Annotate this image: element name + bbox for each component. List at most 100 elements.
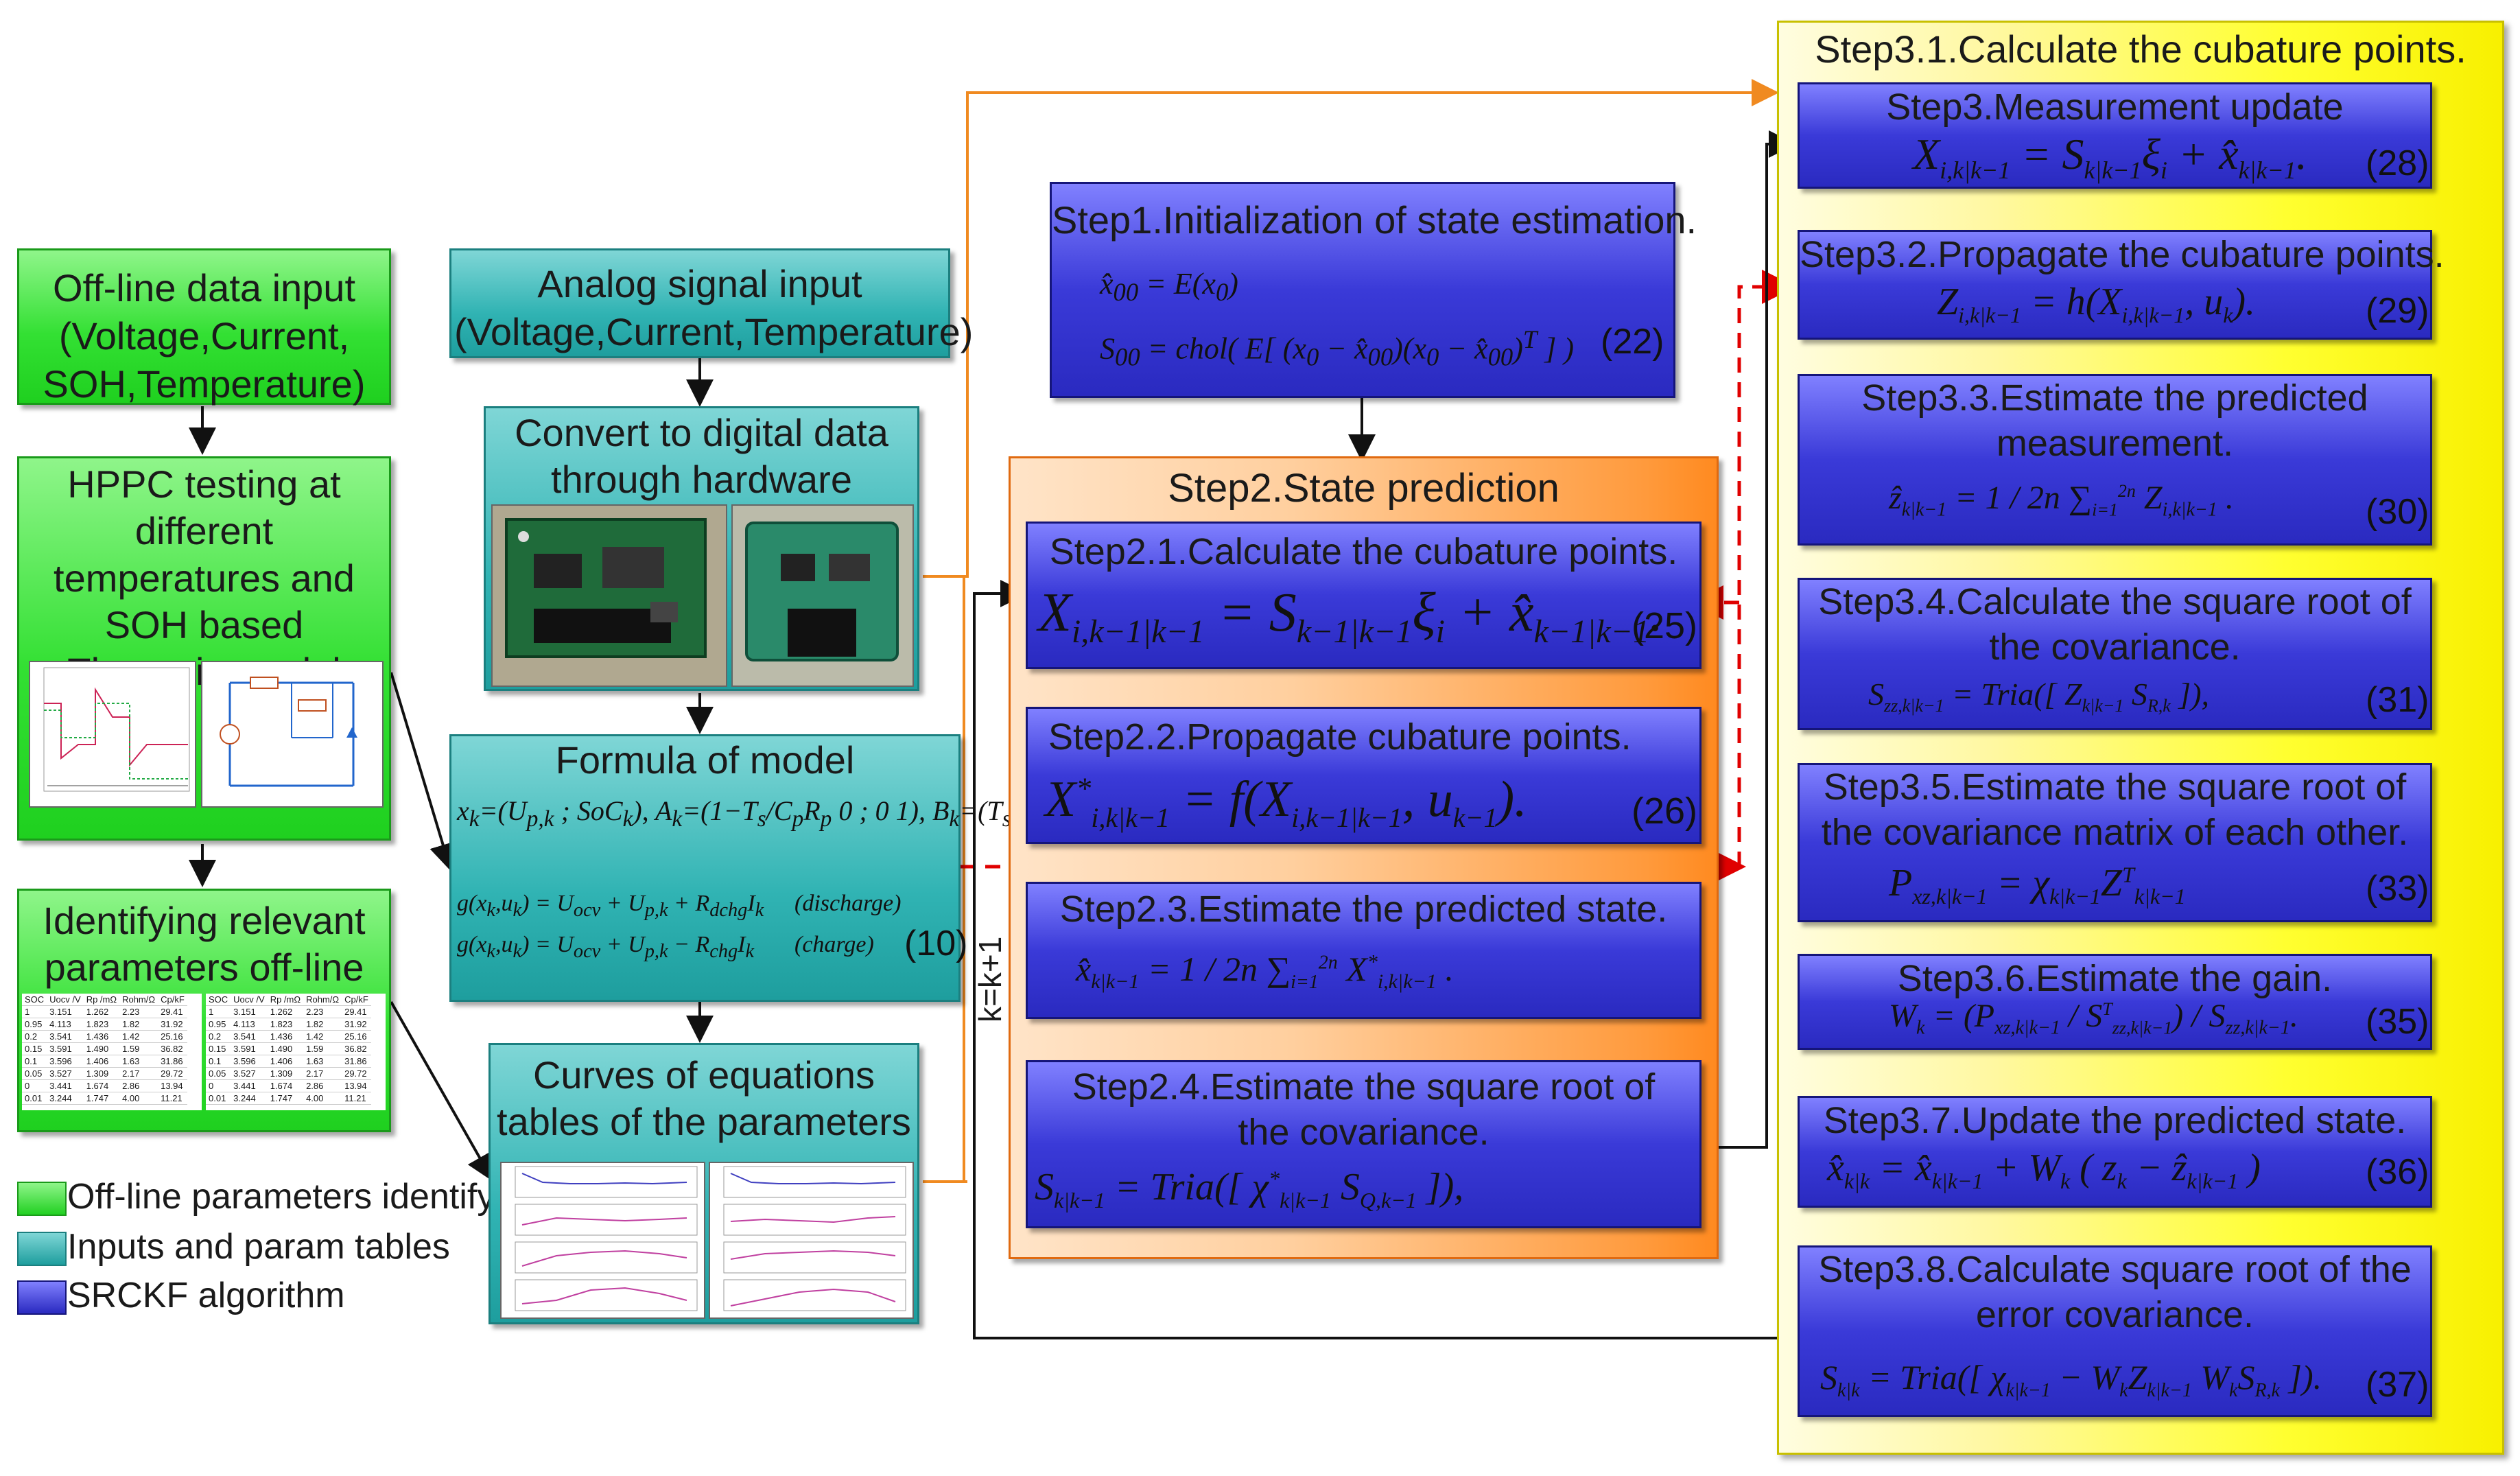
step3-7-title: Step3.7.Update the predicted state. (1823, 1100, 2407, 1141)
table-cell: 31.92 (342, 1018, 371, 1031)
table-cell: 29.72 (158, 1067, 187, 1080)
table-cell: 36.82 (342, 1042, 371, 1055)
identify-params-box: Identifying relevant parameters off-line… (17, 889, 391, 1132)
table-cell: 0.2 (22, 1030, 47, 1043)
step3-4-title: Step3.4.Calculate the square root of the… (1818, 581, 2412, 668)
discharge-tag: (discharge) (794, 891, 902, 916)
table-cell: 3.527 (231, 1067, 268, 1080)
table-cell: 1.823 (267, 1018, 304, 1031)
step2-2-equation: X*i,k|k−1 = f(Xi,k−1|k−1, uk−1). (1045, 771, 1527, 833)
table-cell: 2.17 (119, 1067, 158, 1080)
table-cell: 0.95 (206, 1018, 231, 1031)
step3-4-box: Step3.4.Calculate the square root of the… (1798, 578, 2432, 730)
equation-number-29: (29) (2366, 291, 2429, 331)
legend-label-offline: Off-line parameters identify (67, 1177, 495, 1217)
table-cell: 36.82 (158, 1042, 187, 1055)
table-cell: 3.541 (47, 1030, 84, 1043)
table-cell: 31.92 (158, 1018, 187, 1031)
table-cell: 1.42 (119, 1030, 158, 1043)
table-cell: 1.42 (303, 1030, 342, 1043)
step3-6-equation: Wk = (Pxz,k|k−1 / STzz,k|k−1) / Szz,k|k−… (1889, 998, 2298, 1039)
table-cell: 3.527 (47, 1067, 84, 1080)
equation-number-28: (28) (2366, 143, 2429, 183)
table-cell: 3.151 (231, 1005, 268, 1018)
model-discharge-equation: g(xk,uk) = Uocv + Up,k + RdchgIk (457, 891, 764, 921)
table-cell: 13.94 (158, 1079, 187, 1092)
table-header-cell: Cp/kF (342, 994, 371, 1006)
step2-2-box: Step2.2.Propagate cubature points. X*i,k… (1026, 707, 1701, 844)
equation-number-22: (22) (1601, 322, 1664, 362)
table-cell: 0.15 (22, 1042, 47, 1055)
table-cell: 11.21 (342, 1092, 371, 1105)
table-header-cell: Rohm/Ω (303, 994, 342, 1006)
table-header-cell: Uocv /V (231, 994, 268, 1006)
table-header-cell: SOC (206, 994, 231, 1006)
step3-8-box: Step3.8.Calculate square root of the err… (1798, 1245, 2432, 1417)
step3-3-box: Step3.3.Estimate the predicted measureme… (1798, 374, 2432, 546)
table-cell: 1.82 (119, 1018, 158, 1031)
table-cell: 29.72 (342, 1067, 371, 1080)
table-cell: 3.441 (47, 1079, 84, 1092)
table-header-cell: SOC (22, 994, 47, 1006)
table-cell: 1.674 (267, 1079, 304, 1092)
table-cell: 1.406 (267, 1055, 304, 1068)
table-cell: 1.262 (83, 1005, 120, 1018)
step3-6-title: Step3.6.Estimate the gain. (1897, 958, 2333, 999)
analog-signal-box: Analog signal input (Voltage,Current,Tem… (449, 248, 973, 358)
step1-equation-s00: S00 = chol( E[ (x0 − x̂00)(x0 − x̂00)T ]… (1100, 325, 1575, 371)
step3-8-equation: Sk|k = Tria([ χk|k−1 − WkZk|k−1 WkSR,k ]… (1820, 1358, 2322, 1401)
table-header-cell: Rp /mΩ (267, 994, 304, 1006)
table-header-cell: Rp /mΩ (83, 994, 120, 1006)
thevenin-circuit-diagram (201, 661, 384, 808)
table-header-cell: Rohm/Ω (119, 994, 158, 1006)
table-cell: 3.441 (231, 1079, 268, 1092)
table-cell: 0.1 (22, 1055, 47, 1068)
identify-params-label: Identifying relevant parameters off-line (43, 899, 366, 989)
table-cell: 29.41 (158, 1005, 187, 1018)
table-cell: 3.596 (47, 1055, 84, 1068)
table-cell: 3.244 (47, 1092, 84, 1105)
charge-tag: (charge) (794, 932, 874, 957)
step2-4-title: Step2.4.Estimate the square root of the … (1072, 1066, 1656, 1153)
step3-2-title: Step3.2.Propagate the cubature points. (1800, 234, 2445, 275)
table-cell: 0.01 (206, 1092, 231, 1105)
table-cell: 3.541 (231, 1030, 268, 1043)
table-cell: 1.309 (83, 1067, 120, 1080)
step2-4-equation: Sk|k−1 = Tria([ χ*k|k−1 SQ,k−1 ]), (1035, 1166, 1464, 1213)
table-cell: 2.17 (303, 1067, 342, 1080)
table-cell: 1.436 (83, 1030, 120, 1043)
table-cell: 0.95 (22, 1018, 47, 1031)
table-cell: 0.2 (206, 1030, 231, 1043)
step3-5-box: Step3.5.Estimate the square root of the … (1798, 763, 2432, 922)
model-charge-equation: g(xk,uk) = Uocv + Up,k − RchgIk (457, 932, 755, 962)
table-cell: 3.591 (231, 1042, 268, 1055)
table-cell: 1.490 (83, 1042, 120, 1055)
table-cell: 1.747 (267, 1092, 304, 1105)
offline-data-input-label: Off-line data input (Voltage,Current, SO… (43, 266, 366, 406)
step3-measurement-title: Step3.Measurement update (1886, 86, 2344, 128)
step3-measurement-box: Step3.Measurement update Xi,k|k−1 = Sk|k… (1798, 82, 2432, 189)
table-cell: 0.15 (206, 1042, 231, 1055)
table-cell: 0 (22, 1079, 47, 1092)
step3-5-equation: Pxz,k|k−1 = χk|k−1ZTk|k−1 (1889, 862, 2186, 909)
equation-number-10: (10) (904, 924, 968, 963)
table-cell: 4.00 (303, 1092, 342, 1105)
formula-of-model-box: Formula of model xk=(Up,k ; SoCk), Ak=(1… (449, 734, 1170, 1002)
table-cell: 1.823 (83, 1018, 120, 1031)
step2-1-equation: Xi,k−1|k−1 = Sk−1|k−1ξi + x̂k−1|k−1. (1038, 583, 1664, 650)
table-cell: 1.63 (303, 1055, 342, 1068)
step3-4-equation: Szz,k|k−1 = Tria([ Zk|k−1 SR,k ]), (1868, 677, 2210, 716)
curves-tables-label: Curves of equations tables of the parame… (497, 1053, 911, 1144)
equation-number-31: (31) (2366, 680, 2429, 720)
